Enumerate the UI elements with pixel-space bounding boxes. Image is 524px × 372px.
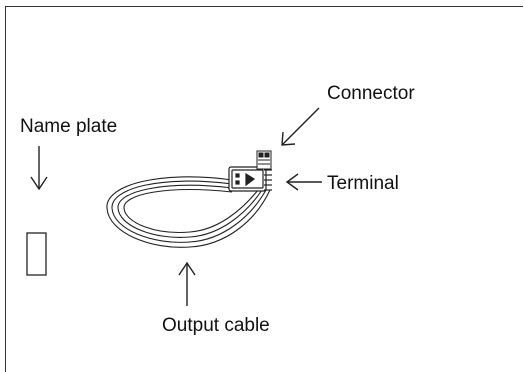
connector-label: Connector bbox=[327, 83, 415, 104]
terminal-arrow bbox=[285, 173, 322, 191]
connector-body bbox=[256, 150, 272, 170]
output-cable-loop bbox=[106, 176, 271, 248]
name-plate-rect bbox=[26, 232, 47, 276]
name-plate-arrow bbox=[30, 146, 48, 191]
terminal-block bbox=[228, 166, 272, 192]
output-cable-arrow bbox=[178, 261, 196, 306]
name-plate-label: Name plate bbox=[20, 116, 118, 137]
connector-arrow bbox=[281, 107, 320, 146]
figure-frame bbox=[5, 6, 523, 372]
output-cable-label: Output cable bbox=[162, 315, 270, 336]
terminal-label: Terminal bbox=[327, 173, 399, 194]
